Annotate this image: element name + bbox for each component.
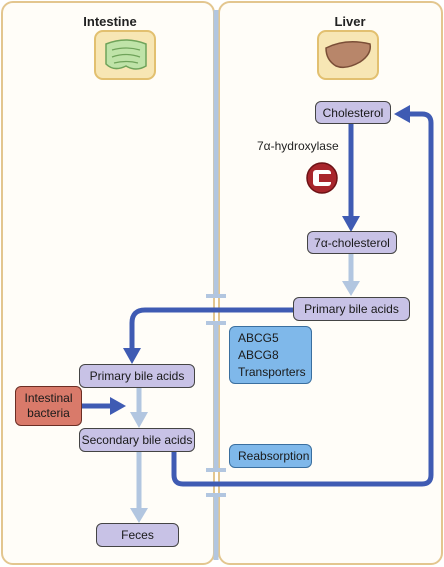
intestine-primary-bile-acids-box: Primary bile acids — [79, 364, 195, 388]
conversion-arrow-intestine — [130, 387, 148, 428]
enzyme-label: 7α-hydroxylase — [257, 139, 339, 153]
transporter-label: Transporters — [238, 364, 306, 379]
secondary-bile-acids-box: Secondary bile acids — [79, 428, 195, 452]
intestine-icon — [94, 30, 156, 80]
liver-icon — [317, 30, 379, 80]
liver-title: Liver — [334, 14, 366, 29]
intestine-title: Intestine — [83, 14, 137, 29]
conversion-arrow — [342, 253, 360, 296]
intestinal-bacteria-box: Intestinal bacteria — [15, 386, 82, 426]
reabsorption-box: Reabsorption — [229, 444, 312, 468]
feces-box: Feces — [96, 523, 179, 547]
bacteria-label-line1: Intestinal — [24, 391, 73, 405]
hydroxy-cholesterol-box: 7α-cholesterol — [307, 231, 397, 254]
liver-primary-bile-acids-box: Primary bile acids — [293, 297, 410, 321]
enzyme-inhibitor-icon — [306, 162, 338, 194]
transporters-box: ABCG5 ABCG8 Transporters — [229, 326, 312, 384]
liver-panel — [218, 1, 443, 565]
bacteria-arrow — [82, 397, 126, 415]
intestine-panel — [1, 1, 215, 565]
cholesterol-box: Cholesterol — [315, 101, 391, 124]
bacteria-label-line2: bacteria — [27, 406, 70, 420]
transporter-abcg8: ABCG8 — [238, 347, 279, 362]
synthesis-arrow — [342, 121, 360, 232]
transporter-abcg5: ABCG5 — [238, 330, 279, 345]
excretion-arrow — [130, 452, 148, 523]
secretion-arrow — [123, 307, 296, 364]
recirculation-arrow — [171, 105, 434, 487]
